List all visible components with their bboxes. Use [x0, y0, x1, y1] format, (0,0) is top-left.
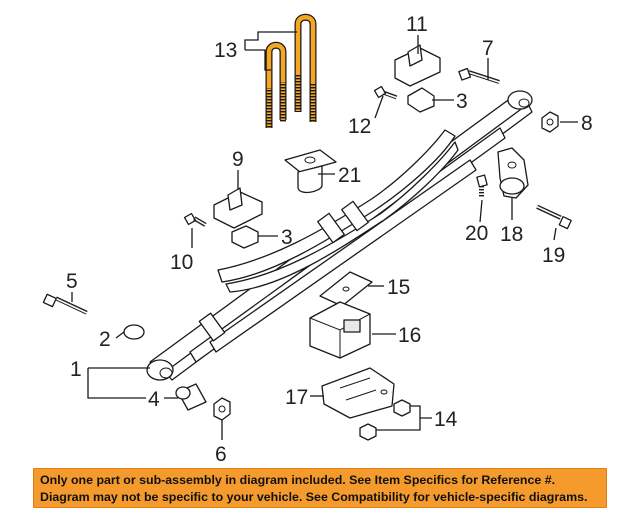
bolt-19 [535, 204, 572, 230]
bolt-5 [42, 293, 89, 315]
leader-lines [71, 31, 578, 440]
callout-19: 19 [542, 244, 565, 267]
bump-stop-spacer [284, 149, 337, 194]
callout-7: 7 [482, 37, 494, 60]
callout-4: 4 [148, 388, 160, 411]
bracket-9 [213, 187, 263, 229]
callout-15: 15 [387, 276, 410, 299]
nut-8 [541, 111, 559, 133]
bushing-4 [175, 383, 207, 411]
leaf-spring [146, 90, 533, 381]
callout-6: 6 [215, 443, 227, 466]
callout-numbers: 13 11 7 3 12 8 9 21 3 10 20 18 19 15 16 … [66, 13, 593, 466]
u-bolts [265, 13, 317, 128]
callout-1: 1 [70, 358, 82, 381]
callout-8: 8 [581, 112, 593, 135]
bolt-7 [458, 67, 501, 84]
shim-plate [319, 271, 373, 307]
callout-3-lower: 3 [281, 226, 293, 249]
disclaimer-line-1: Only one part or sub-assembly in diagram… [40, 473, 556, 487]
callout-14: 14 [434, 408, 458, 431]
callout-12: 12 [348, 115, 371, 138]
bolt-12 [373, 85, 398, 100]
disclaimer-line-2: Diagram may not be specific to your vehi… [40, 489, 588, 504]
callout-5: 5 [66, 270, 78, 293]
callout-13: 13 [214, 39, 237, 62]
callout-10: 10 [170, 251, 193, 274]
pad-upper [407, 87, 435, 113]
callout-11: 11 [406, 13, 428, 36]
callout-20: 20 [465, 222, 488, 245]
callout-9: 9 [232, 148, 244, 171]
callout-18: 18 [500, 223, 523, 246]
bracket-17 [321, 367, 395, 419]
callout-16: 16 [398, 324, 421, 347]
callout-21: 21 [338, 164, 361, 187]
pad-lower [231, 225, 259, 249]
nuts-14 [359, 399, 411, 441]
disclaimer-banner: Only one part or sub-assembly in diagram… [33, 468, 607, 508]
bolt-20 [476, 174, 488, 198]
shackle-18 [497, 147, 529, 199]
nut-6 [213, 397, 231, 421]
callout-3-upper: 3 [456, 90, 468, 113]
cap-2 [123, 324, 145, 340]
callout-2: 2 [99, 328, 111, 351]
axle-block [309, 301, 371, 359]
callout-17: 17 [285, 386, 308, 409]
bolt-10 [183, 212, 207, 228]
